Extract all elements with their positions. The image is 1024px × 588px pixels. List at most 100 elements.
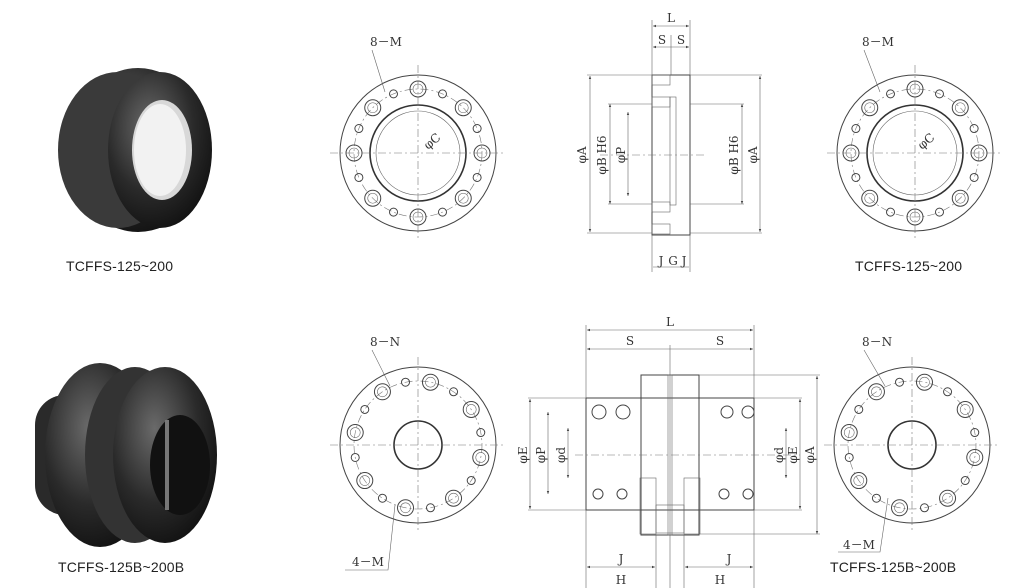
bolt-hole: [906, 208, 924, 226]
front-view-top-left: [330, 65, 506, 241]
bolt-hole: [895, 377, 905, 387]
dim-J-left: J: [657, 254, 664, 268]
bolt-hole: [354, 124, 364, 134]
dim-phiB-right: φB H6: [727, 135, 741, 174]
photo-caption-clamp: TCFFS-125B~200B: [58, 559, 185, 575]
label-phiC-left: φC: [421, 130, 443, 152]
bolt-hole: [840, 424, 858, 442]
dim-L: L: [667, 11, 675, 25]
bolt-hole: [373, 383, 391, 401]
bolt-hole: [851, 172, 861, 182]
dim-phid-left: φd: [554, 447, 568, 463]
bolt-hole: [891, 499, 909, 517]
bolt-hole: [346, 424, 364, 442]
label-8-M-top-left: 8－M: [370, 35, 402, 49]
dim-H-right: H: [715, 573, 725, 587]
bolt-hole: [364, 99, 382, 117]
bolt-hole: [970, 428, 980, 438]
bolt-hole: [960, 476, 970, 486]
bolt-hole: [421, 373, 439, 391]
dim-S-left: S: [658, 33, 666, 47]
bolt-hole: [389, 207, 399, 217]
side-view-bottom: L S S J H J H φE φP φd φd φE φA: [516, 315, 820, 588]
bolt-hole: [951, 99, 969, 117]
bolt-hole: [934, 207, 944, 217]
side-view-top: L S S J G J φA φB H6 φP φB H6 φA: [575, 11, 762, 272]
dim-phiP: φP: [534, 447, 548, 463]
front-view-top-right: [827, 65, 1003, 241]
label-8-N-bottom-right: 8－N: [862, 335, 892, 349]
bolt-hole: [360, 404, 370, 414]
dim-phid-right: φd: [772, 447, 786, 463]
label-8-N-bottom-left: 8－N: [370, 335, 400, 349]
dim-S-right: S: [677, 33, 685, 47]
bolt-hole: [886, 89, 896, 99]
front-view-bottom-left: [330, 357, 506, 533]
photo-caption-flange: TCFFS-125~200: [66, 258, 174, 274]
dim-J-right: J: [680, 254, 687, 268]
label-phiC-right: φC: [915, 130, 937, 152]
bolt-hole: [886, 207, 896, 217]
bolt-hole: [906, 80, 924, 98]
bolt-hole: [472, 172, 482, 182]
bolt-hole: [356, 472, 374, 490]
front-view-bottom-right: [824, 357, 1000, 533]
bolt-hole: [377, 493, 387, 503]
bolt-hole: [401, 377, 411, 387]
bolt-hole: [364, 189, 382, 207]
bolt-hole: [851, 124, 861, 134]
bolt-hole: [915, 373, 933, 391]
label-4-M-bottom-left: 4－M: [352, 555, 384, 569]
bolt-hole: [437, 207, 447, 217]
bolt-hole: [397, 499, 415, 517]
dim-phiA-right: φA: [746, 146, 760, 163]
dim-S-right: S: [716, 334, 724, 348]
bolt-hole: [345, 144, 363, 162]
bolt-hole: [473, 144, 491, 162]
bolt-hole: [934, 89, 944, 99]
bolt-hole: [867, 383, 885, 401]
dim-L: L: [666, 315, 674, 329]
coupling-photo-clamp: [35, 363, 217, 547]
bolt-hole: [409, 80, 427, 98]
bolt-hole: [476, 428, 486, 438]
dim-G: G: [668, 254, 678, 268]
bolt-hole: [445, 489, 463, 507]
bolt-hole: [354, 172, 364, 182]
bolt-hole: [969, 172, 979, 182]
bolt-hole: [956, 400, 974, 418]
dim-S-left: S: [626, 334, 634, 348]
bolt-hole: [939, 489, 957, 507]
bolt-hole: [966, 448, 984, 466]
bolt-hole: [449, 387, 459, 397]
bolt-hole: [844, 452, 854, 462]
drawing-caption-bottom: TCFFS-125B~200B: [830, 559, 957, 575]
bolt-hole: [350, 452, 360, 462]
bolt-hole: [871, 493, 881, 503]
dim-phiB-left: φB H6: [595, 135, 609, 174]
bolt-hole: [850, 472, 868, 490]
dim-phiP: φP: [614, 147, 628, 163]
bolt-hole: [970, 144, 988, 162]
bolt-hole: [389, 89, 399, 99]
drawing-caption-top: TCFFS-125~200: [855, 258, 963, 274]
bolt-hole: [919, 503, 929, 513]
bolt-hole: [943, 387, 953, 397]
dim-J-right: J: [725, 552, 732, 566]
dim-J-left: J: [617, 552, 624, 566]
coupling-photo-flange: [58, 68, 212, 232]
label-4-M-bottom-right: 4－M: [843, 538, 875, 552]
dim-H-left: H: [616, 573, 626, 587]
bolt-hole: [454, 99, 472, 117]
bolt-hole: [854, 404, 864, 414]
bolt-hole: [466, 476, 476, 486]
bolt-hole: [454, 189, 472, 207]
dim-phiE-right: φE: [786, 446, 800, 463]
bolt-hole: [472, 124, 482, 134]
bolt-hole: [969, 124, 979, 134]
dim-phiA-left: φA: [575, 146, 589, 163]
bolt-hole: [437, 89, 447, 99]
label-8-M-top-right: 8－M: [862, 35, 894, 49]
